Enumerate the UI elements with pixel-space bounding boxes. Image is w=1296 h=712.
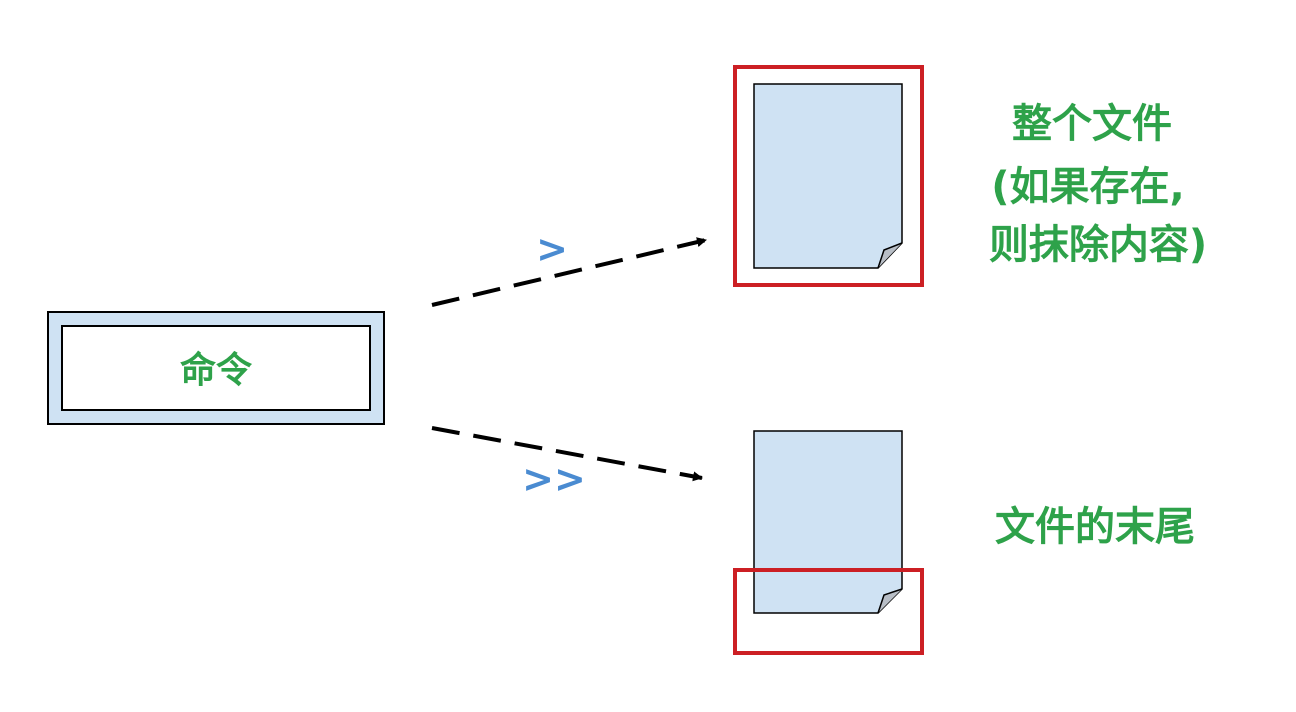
- append-arrow: [431, 426, 703, 482]
- append-description-line-1: 文件的末尾: [995, 504, 1195, 550]
- append-operator: >>: [522, 457, 586, 501]
- overwrite-arrow: [431, 237, 707, 307]
- overwrite-description-line-3: 则抹除内容): [989, 222, 1207, 268]
- command-label: 命令: [180, 349, 253, 391]
- overwrite-operator: >: [536, 227, 568, 271]
- append-file-icon: [753, 430, 903, 614]
- command-box: 命令: [47, 311, 385, 425]
- overwrite-description-line-1: 整个文件: [1012, 101, 1172, 147]
- overwrite-highlight-box: [733, 65, 924, 287]
- overwrite-file-icon: [753, 83, 903, 269]
- overwrite-description-line-2: (如果存在,: [991, 164, 1184, 210]
- append-highlight-box: [733, 568, 924, 655]
